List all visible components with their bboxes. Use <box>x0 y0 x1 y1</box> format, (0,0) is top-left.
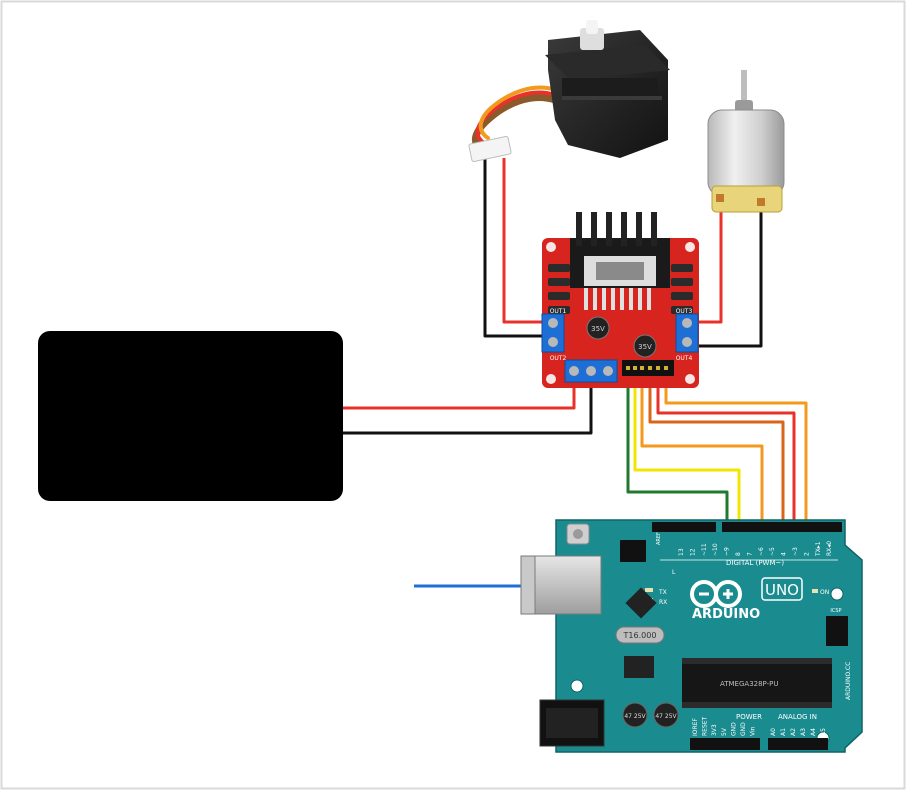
uno-badge <box>761 577 803 601</box>
signal-wire-dark-orange <box>648 374 785 527</box>
pin-label: ~6 <box>758 547 765 556</box>
icsp-header-top <box>620 540 646 562</box>
motor-shaft <box>741 70 747 112</box>
motor-red-wire <box>690 200 723 324</box>
analog-header <box>768 738 828 750</box>
signal-wire-orange-2 <box>664 374 808 527</box>
l-led-label: L <box>672 569 676 576</box>
rx-led-label: RX <box>659 599 667 606</box>
arduino-logo <box>690 580 742 608</box>
label-out1: OUT1 <box>550 308 567 315</box>
pin-label: A1 <box>780 728 787 736</box>
pin-label: 4 <box>781 552 788 556</box>
label-out2: OUT2 <box>550 355 567 362</box>
pin-label: TX▸1 <box>815 541 822 557</box>
dc-power-jack <box>539 699 605 747</box>
pin-label: A2 <box>790 728 797 736</box>
battery-pack <box>38 331 343 501</box>
capacitor-2 <box>653 702 679 728</box>
analog-label: ANALOG IN <box>778 713 817 721</box>
atmega-label: ATMEGA328P-PU <box>720 680 779 688</box>
power-header <box>690 738 760 750</box>
pin-label: GND <box>730 722 737 736</box>
pin-label: RESET <box>702 716 709 736</box>
pin-label: 8 <box>735 552 742 556</box>
icsp-header-right <box>826 616 848 646</box>
pin-label: RX◂0 <box>826 541 833 556</box>
pin-label: 12 <box>689 548 696 556</box>
label-out4: OUT4 <box>676 355 693 362</box>
crystal <box>615 626 665 644</box>
digital-header-label: DIGITAL (PWM~) <box>726 559 784 567</box>
power-label: POWER <box>736 713 762 721</box>
battery-positive-wire <box>342 382 576 410</box>
signal-wire-red <box>656 374 796 527</box>
icsp-label: ICSP <box>830 608 841 614</box>
driver-capacitor-left-label: 35V <box>591 325 605 333</box>
pin-label: 2 <box>803 552 810 556</box>
driver-capacitor-right-label: 35V <box>638 343 652 351</box>
crystal-label: T16.000 <box>623 631 657 640</box>
terminal-out3-out4 <box>675 313 699 353</box>
terminal-power <box>564 359 618 383</box>
driver-capacitor-right <box>633 334 657 358</box>
pin-label: IOREF <box>692 718 699 736</box>
capacitor-1-label: 47 25V <box>624 713 646 720</box>
aref-label: AREF <box>656 532 662 545</box>
model-label: UNO <box>765 581 799 599</box>
pin-label: ~11 <box>701 543 708 556</box>
pin-label: Vin <box>750 726 757 736</box>
pin-label: 3V3 <box>711 724 718 736</box>
pin-label: ~5 <box>769 547 776 556</box>
motor-driver-board: 35V 35V OUT1 OUT2 OUT3 OUT4 <box>541 212 699 388</box>
pin-label: 5V <box>721 727 728 736</box>
usb-port <box>520 555 602 615</box>
pin-label: A4 <box>810 728 817 736</box>
pin-label: ~9 <box>724 547 731 556</box>
pin-label: A5 <box>820 728 827 736</box>
pin-label: ~10 <box>712 543 719 556</box>
signal-wire-yellow <box>633 374 741 527</box>
digital-header <box>652 522 842 532</box>
pin-label: ~3 <box>792 547 799 556</box>
pin-label: A3 <box>800 728 807 736</box>
tx-led-label: TX <box>658 589 667 596</box>
atmega-chip: ATMEGA328P-PU <box>682 658 832 708</box>
capacitor-2-label: 47 25V <box>655 713 677 720</box>
motor-body <box>707 109 785 197</box>
dc-motor <box>707 70 785 213</box>
wires <box>342 158 808 588</box>
pin-label: GND <box>740 722 747 736</box>
servo-red-wire <box>502 158 553 324</box>
battery-negative-wire <box>342 382 593 435</box>
servo-black-wire <box>483 158 553 338</box>
voltage-regulator <box>624 656 654 678</box>
label-out3: OUT3 <box>676 308 693 315</box>
servo-cable <box>472 94 559 152</box>
brand-label: ARDUINO <box>692 607 760 622</box>
servo-connector <box>468 135 512 163</box>
signal-wire-green <box>626 374 729 527</box>
capacitor-1 <box>622 702 648 728</box>
terminal-out1-out2 <box>541 313 565 353</box>
pin-label: A0 <box>770 728 777 736</box>
driver-capacitor-left <box>586 316 610 340</box>
arduino-cc-label: ARDUINO.CC <box>845 662 852 700</box>
on-led-label: ON <box>820 589 829 596</box>
motor-black-wire <box>690 204 763 348</box>
signal-wire-orange-1 <box>640 374 764 527</box>
pin-label: 7 <box>746 552 753 556</box>
servo-motor <box>468 20 670 163</box>
pin-label: 13 <box>678 548 685 556</box>
heatsink <box>570 212 670 288</box>
